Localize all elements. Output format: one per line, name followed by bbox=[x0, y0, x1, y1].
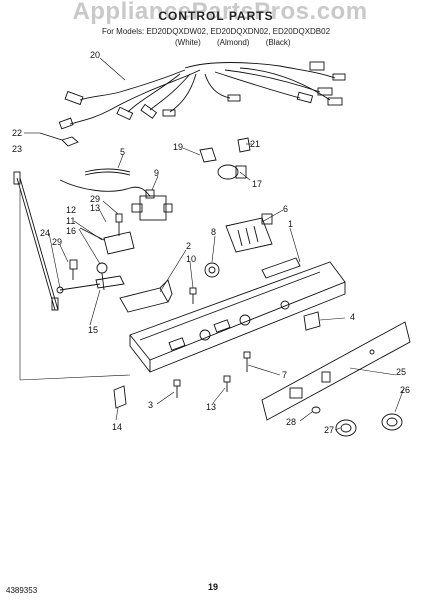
model-list: For Models: ED20DQXDW02, ED20DQXDN02, ED… bbox=[101, 27, 331, 36]
diagram-title: CONTROL PARTS bbox=[158, 9, 274, 23]
color-almond: (Almond) bbox=[217, 38, 250, 47]
callout-labels: 20 22 23 5 19 21 17 9 29 13 12 11 16 29 … bbox=[12, 50, 410, 435]
callout-25: 25 bbox=[396, 367, 406, 377]
callout-1: 1 bbox=[288, 219, 293, 229]
callout-13-upper: 13 bbox=[90, 203, 100, 213]
part-14-bracket bbox=[113, 385, 127, 409]
part-2-bracket bbox=[119, 279, 173, 313]
part-4-clip bbox=[303, 311, 321, 331]
part-1-control-housing bbox=[129, 257, 346, 373]
callout-2: 2 bbox=[186, 241, 191, 251]
part-25-control-panel bbox=[261, 321, 411, 421]
color-white: (White) bbox=[175, 38, 201, 47]
callout-29-lower: 29 bbox=[52, 237, 62, 247]
callout-4: 4 bbox=[350, 312, 355, 322]
callout-28: 28 bbox=[286, 417, 296, 427]
callout-16: 16 bbox=[66, 226, 76, 236]
callout-10: 10 bbox=[186, 254, 196, 264]
wire-harness bbox=[58, 61, 346, 130]
part-23-rod bbox=[13, 171, 59, 311]
part-26-knob bbox=[381, 413, 403, 431]
callout-5: 5 bbox=[120, 147, 125, 157]
callout-21: 21 bbox=[250, 139, 260, 149]
part-27-knob bbox=[335, 419, 357, 437]
leader-lines bbox=[19, 57, 405, 431]
callout-14: 14 bbox=[112, 422, 122, 432]
callout-8: 8 bbox=[211, 227, 216, 237]
part-16-cam bbox=[95, 262, 125, 291]
part-28-ring bbox=[311, 406, 321, 414]
color-black: (Black) bbox=[265, 38, 291, 47]
part-3-screw bbox=[173, 379, 181, 398]
callout-15: 15 bbox=[88, 325, 98, 335]
callout-23: 23 bbox=[12, 144, 22, 154]
color-legend: (White) (Almond) (Black) bbox=[175, 38, 375, 47]
callout-22: 22 bbox=[12, 128, 22, 138]
part-24-link bbox=[56, 259, 101, 294]
document-number: 4389353 bbox=[6, 586, 38, 595]
part-6-switch bbox=[225, 213, 273, 253]
callout-26: 26 bbox=[400, 385, 410, 395]
part-13-screw bbox=[115, 213, 123, 236]
callout-27: 27 bbox=[324, 425, 334, 435]
part-10-screw bbox=[189, 287, 197, 304]
callout-19: 19 bbox=[173, 142, 183, 152]
part-11-bracket bbox=[79, 227, 135, 255]
part-17-bulb bbox=[217, 164, 247, 180]
callout-29-upper: 29 bbox=[90, 194, 100, 204]
page-number: 19 bbox=[208, 582, 219, 592]
part-8-socket bbox=[204, 262, 220, 278]
part-13-screw-lower bbox=[223, 375, 231, 392]
callout-6: 6 bbox=[283, 204, 288, 214]
callout-11: 11 bbox=[66, 216, 75, 226]
callout-7: 7 bbox=[282, 370, 287, 380]
part-7-screw bbox=[243, 351, 251, 372]
callout-17: 17 bbox=[252, 179, 262, 189]
part-5-tube bbox=[84, 168, 131, 176]
callout-3: 3 bbox=[148, 400, 153, 410]
callout-20: 20 bbox=[90, 50, 100, 60]
part-21-clip bbox=[237, 137, 251, 153]
callout-13-lower: 13 bbox=[206, 402, 216, 412]
part-9-thermostat bbox=[59, 179, 173, 221]
callout-9: 9 bbox=[154, 168, 159, 178]
part-22-clip bbox=[39, 132, 79, 147]
callout-12: 12 bbox=[66, 205, 76, 215]
part-19-lamp-socket bbox=[199, 147, 217, 163]
callout-24: 24 bbox=[40, 228, 50, 238]
